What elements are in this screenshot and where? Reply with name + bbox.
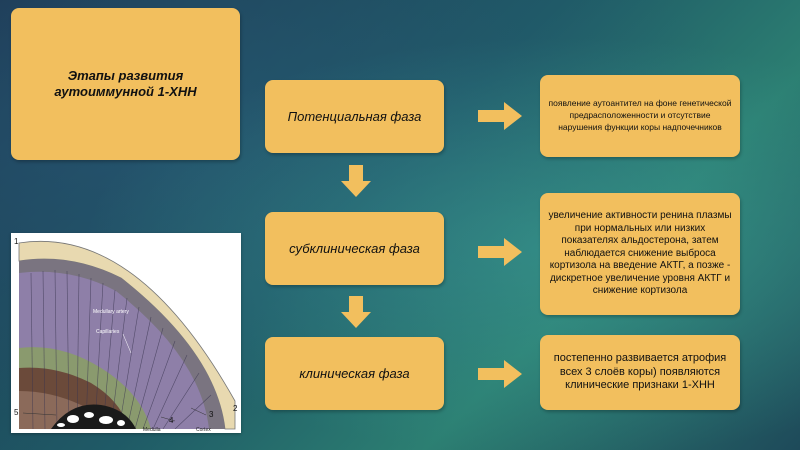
illustration-number: 5	[14, 408, 19, 417]
phase-box-potential: Потенциальная фаза	[265, 80, 444, 153]
description-box-clinical: постепенно развивается атрофия всех 3 сл…	[540, 335, 740, 410]
arrow-right-icon	[478, 102, 522, 130]
illustration-number: 2	[233, 404, 238, 413]
adrenal-section-image: Medullary artery Capillaries 1 2 3 4 5 M…	[14, 237, 238, 433]
phase-label: субклиническая фаза	[289, 241, 420, 256]
arrow-down-icon	[341, 165, 371, 197]
illustration-number: 4	[169, 416, 174, 425]
illustration-label: Medulla	[143, 427, 161, 433]
description-box-subclinical: увеличение активности ренина плазмы при …	[540, 193, 740, 315]
phase-box-subclinical: субклиническая фаза	[265, 212, 444, 285]
phase-label: клиническая фаза	[299, 366, 410, 381]
title-box: Этапы развития аутоиммунной 1-ХНН	[11, 8, 240, 160]
phase-label: Потенциальная фаза	[287, 109, 422, 124]
illustration-number: 1	[14, 237, 19, 246]
phase-description: увеличение активности ренина плазмы при …	[548, 210, 732, 297]
illustration-inner-label: Medullary artery	[93, 309, 129, 315]
phase-description: постепенно развивается атрофия всех 3 сл…	[553, 351, 727, 392]
slide-title: Этапы развития аутоиммунной 1-ХНН	[54, 67, 197, 99]
illustration-label: Cortex	[196, 427, 211, 433]
illustration-inner-label: Capillaries	[96, 329, 120, 335]
arrow-right-icon	[478, 238, 522, 266]
phase-box-clinical: клиническая фаза	[265, 337, 444, 410]
arrow-down-icon	[341, 296, 371, 328]
arrow-right-icon	[478, 360, 522, 388]
illustration-number: 3	[209, 410, 214, 419]
description-box-potential: появление аутоантител на фоне генетическ…	[540, 75, 740, 157]
adrenal-cortex-illustration: Medullary artery Capillaries 1 2 3 4 5 M…	[11, 233, 241, 433]
phase-description: появление аутоантител на фоне генетическ…	[548, 98, 732, 132]
